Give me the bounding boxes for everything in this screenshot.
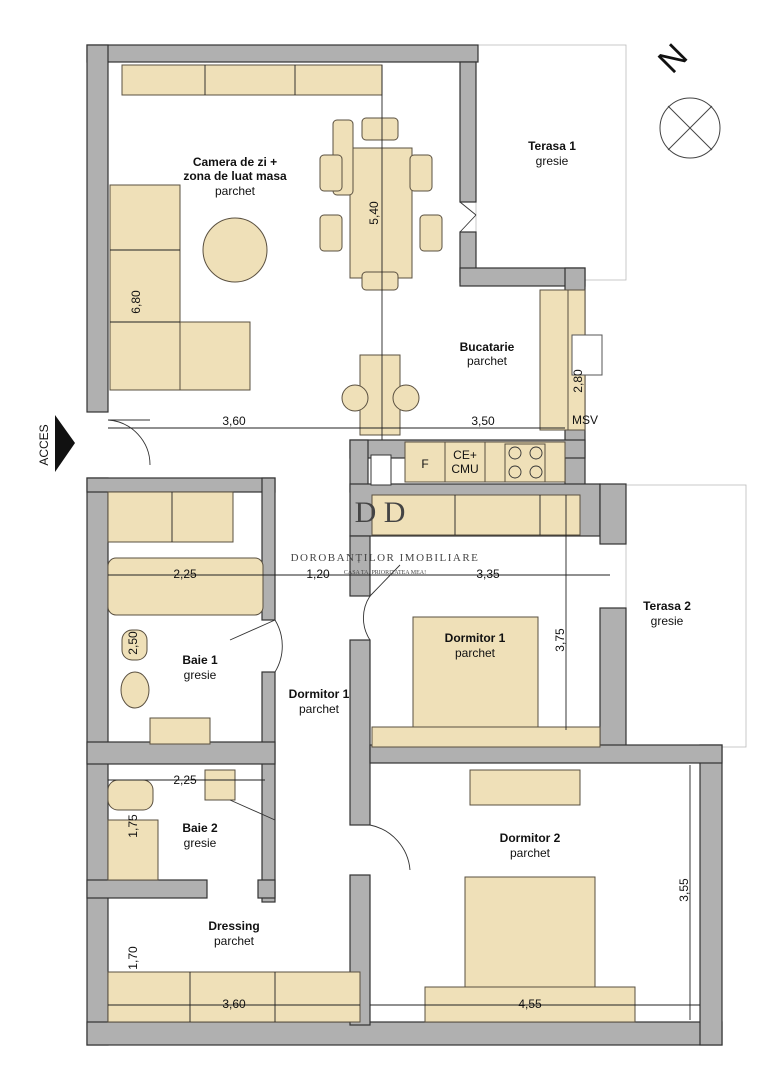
dim-label: 1,70 (126, 946, 140, 970)
fridge (404, 441, 446, 483)
room-floor: parchet (214, 934, 255, 948)
room-name: Bucatarie (460, 340, 515, 354)
msv-label: MSV (572, 413, 598, 427)
room-floor: gresie (184, 668, 217, 682)
boiler-label: CE+ (453, 448, 477, 462)
watermark-logo: D D (355, 496, 406, 529)
compass-north-label: N (651, 36, 695, 80)
room-labels: Camera de zi + zona de luat masa parchet… (182, 139, 691, 948)
room-floor: gresie (536, 154, 569, 168)
dimension-lines (108, 65, 700, 1020)
dim-label: 2,80 (571, 369, 585, 393)
doors (107, 201, 477, 871)
room-floor: parchet (455, 646, 496, 660)
watermark-subtext: CASA TA, PRIORITATEA MEA! (344, 570, 426, 576)
dim-label: 1,75 (126, 814, 140, 838)
dim-label: 5,40 (367, 201, 381, 225)
watermark-text: DOROBANȚILOR IMOBILIARE (291, 552, 480, 564)
dim-label: 4,55 (518, 997, 542, 1011)
room-floor: gresie (184, 836, 217, 850)
boiler-label-2: CMU (451, 462, 478, 476)
terrace-2-area (625, 484, 747, 748)
fridge-label: F (421, 457, 428, 471)
dimension-labels: 6,80 5,40 3,60 3,50 2,80 1,20 3,35 3,75 … (126, 201, 691, 1011)
kitchen-furniture (370, 289, 603, 536)
entrance-arrow-icon (55, 415, 75, 472)
room-name: Dormitor 1 (289, 687, 350, 701)
room-floor: parchet (299, 702, 340, 716)
dim-label: 6,80 (129, 290, 143, 314)
bath-furniture (107, 491, 361, 1023)
compass-icon (659, 97, 721, 159)
bedroom-furniture (371, 616, 636, 1023)
dim-label: 2,50 (126, 631, 140, 655)
dim-label: 3,50 (471, 414, 495, 428)
room-name: Dormitor 2 (500, 831, 561, 845)
room-name: Baie 1 (182, 653, 218, 667)
room-name: Camera de zi + (193, 155, 277, 169)
room-name: Terasa 2 (643, 599, 691, 613)
dim-label: 2,25 (173, 773, 197, 787)
dim-label: 3,60 (222, 414, 246, 428)
dim-label: 2,25 (173, 567, 197, 581)
room-floor: gresie (651, 614, 684, 628)
room-floor: parchet (467, 354, 508, 368)
room-name: Dormitor 1 (445, 631, 506, 645)
dim-label: 3,35 (476, 567, 500, 581)
entrance-label: ACCES (37, 424, 51, 465)
room-name: Baie 2 (182, 821, 218, 835)
dim-label: 3,75 (553, 628, 567, 652)
room-floor: parchet (510, 846, 551, 860)
room-name: zona de luat masa (183, 169, 287, 183)
room-floor: parchet (215, 184, 256, 198)
living-furniture (109, 64, 443, 436)
dim-label: 1,20 (306, 567, 330, 581)
room-name: Terasa 1 (528, 139, 576, 153)
dim-label: 3,55 (677, 878, 691, 902)
dim-label: 3,60 (222, 997, 246, 1011)
terrace-1-area (475, 44, 627, 281)
room-name: Dressing (208, 919, 259, 933)
